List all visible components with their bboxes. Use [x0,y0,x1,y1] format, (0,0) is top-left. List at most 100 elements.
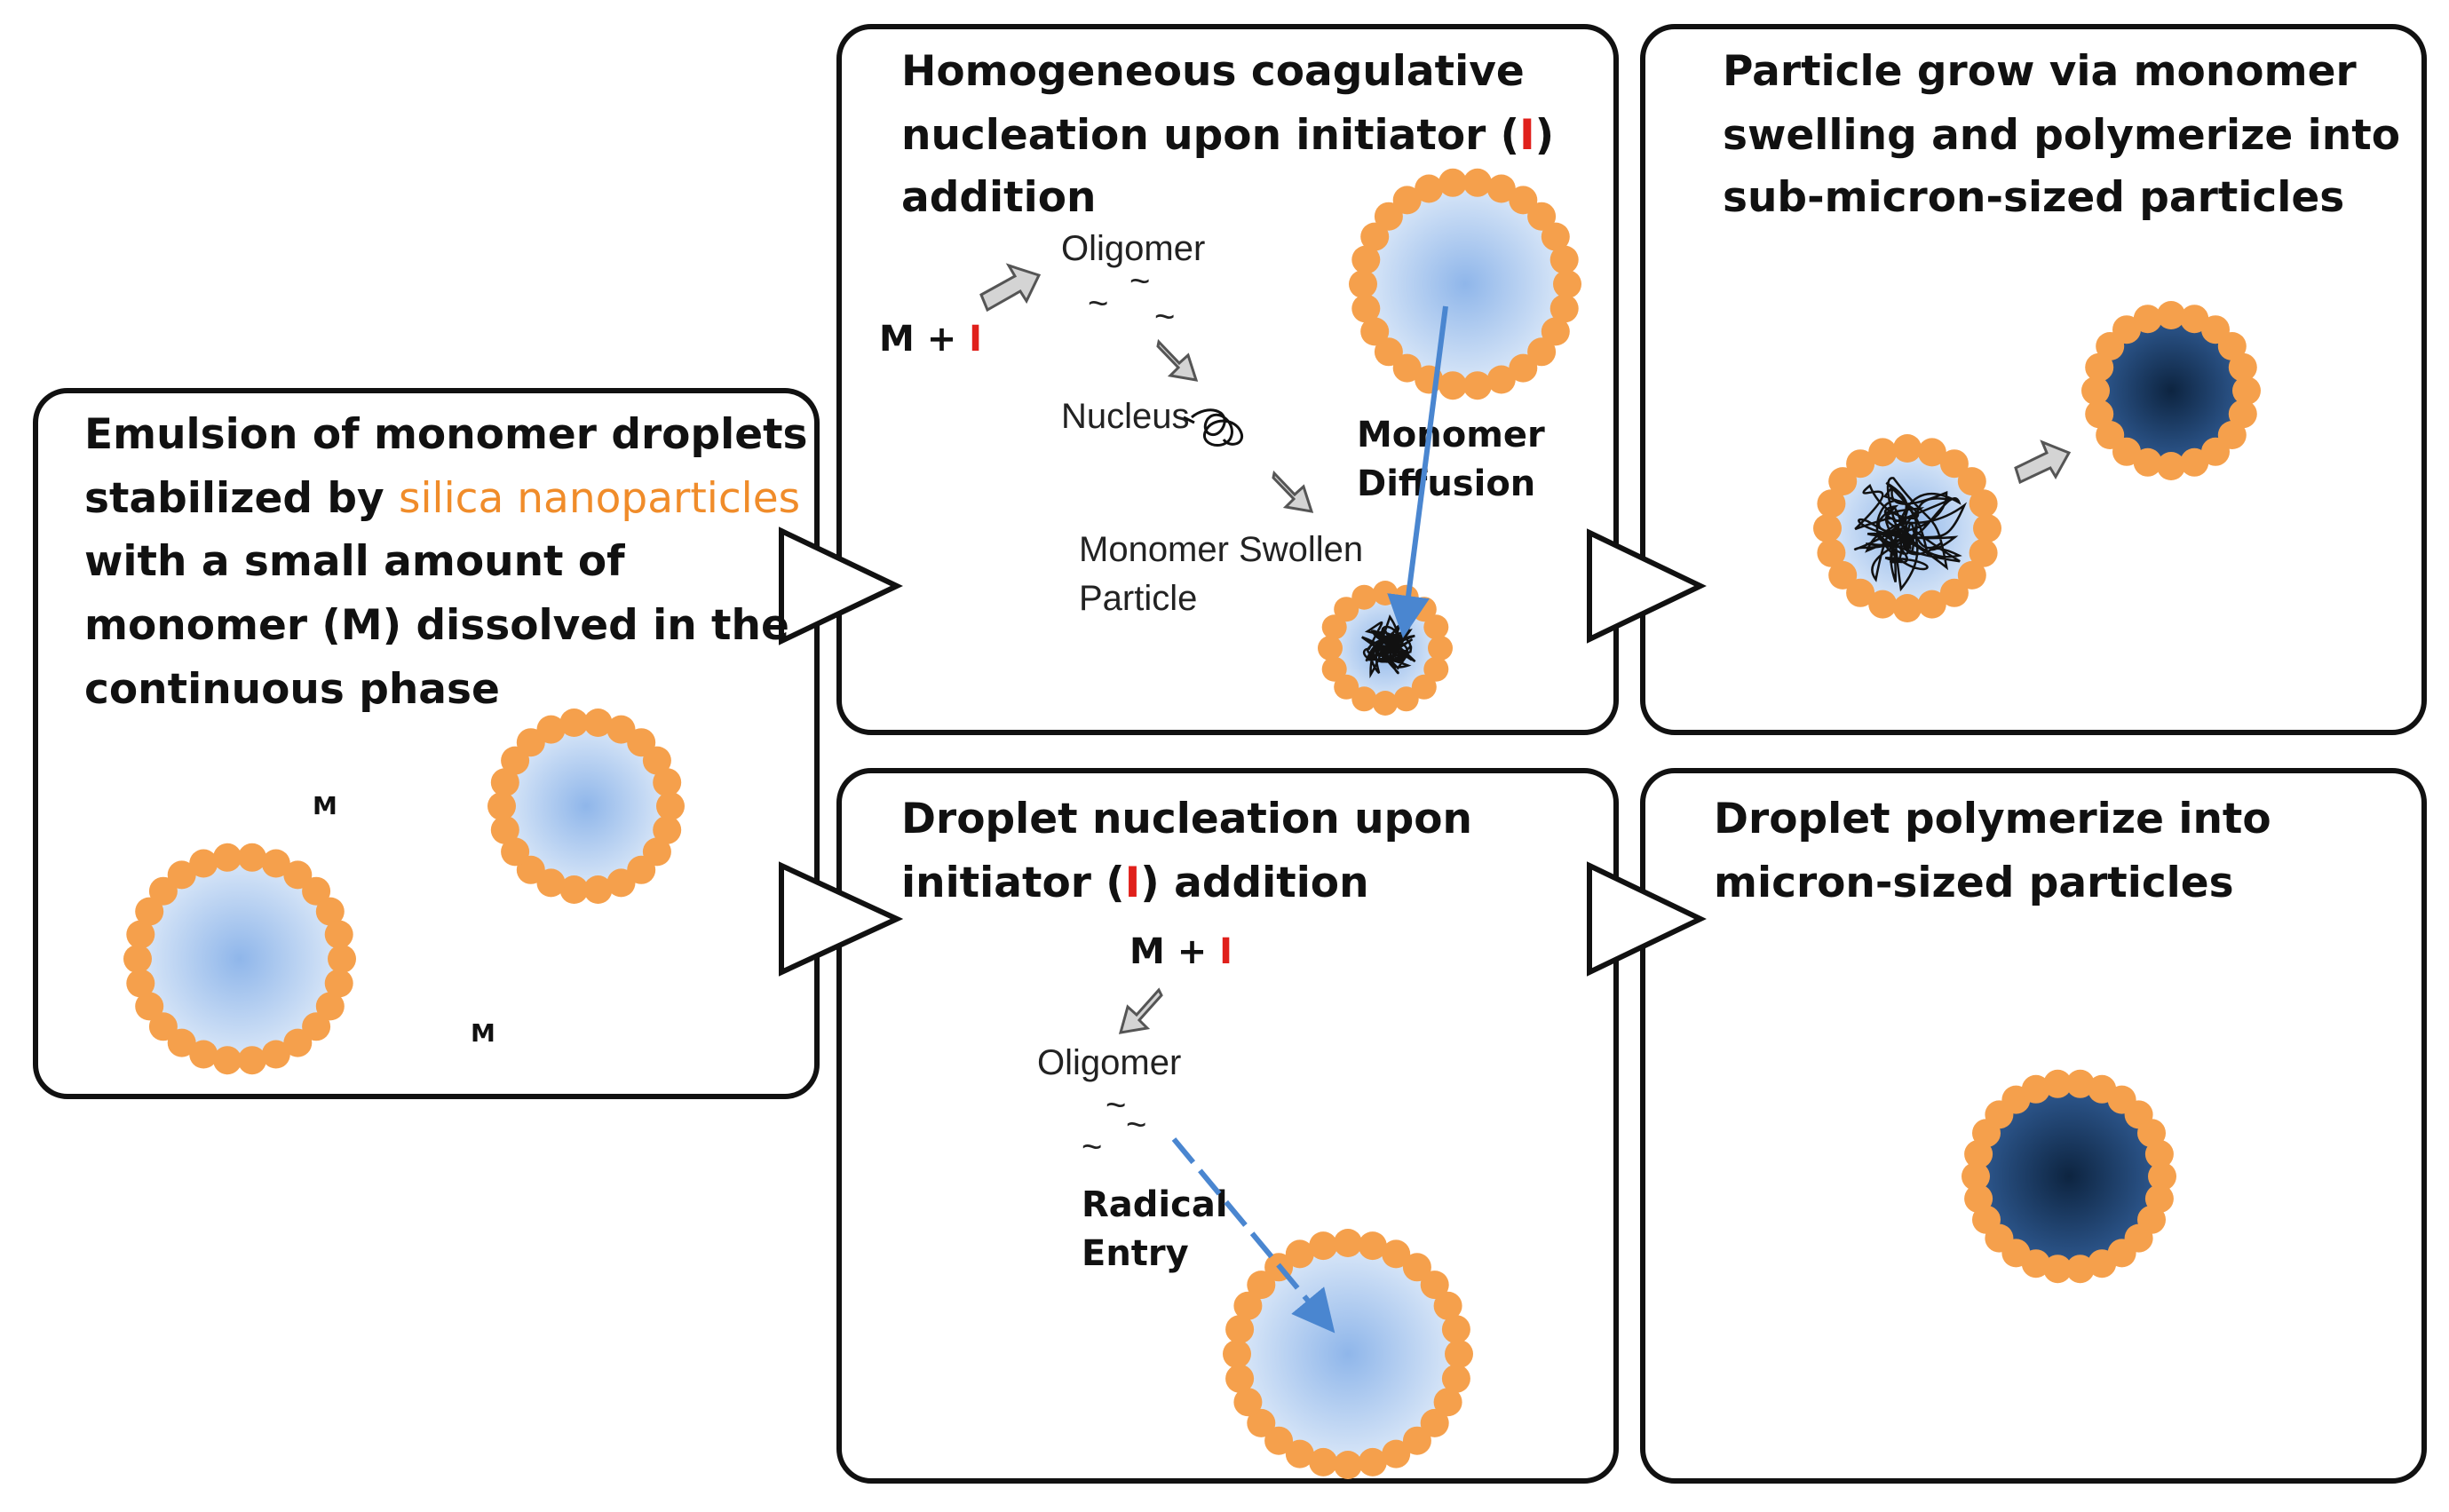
particle-core [1976,1083,2162,1270]
silica-nanoparticle [126,920,155,949]
silica-nanoparticle [2085,352,2114,382]
homogeneous-oligomer-label: Oligomer [1061,229,1205,268]
silica-nanoparticle [135,897,164,926]
monomer-diffusion-arrow [1387,305,1448,638]
silica-nanoparticle [1233,1291,1263,1320]
silica-nanoparticle [642,746,671,775]
swollen-label-line1: Monomer Swollen [1079,530,1363,569]
silica-nanoparticle [1428,636,1453,661]
silica-nanoparticle [1509,353,1538,383]
droplet-nucleation-reactants: M + I [1129,931,1232,972]
silica-nanoparticle [1358,1231,1387,1261]
silica-nanoparticle [1382,1239,1411,1269]
silica-nanoparticle [1360,222,1390,251]
silica-nanoparticle [2065,1255,2095,1284]
silica-nanoparticles-text: silica nanoparticles [399,474,800,523]
silica-nanoparticle [1382,1439,1411,1468]
silica-nanoparticle [1438,371,1468,400]
silica-nanoparticle [1285,1439,1314,1468]
silica-nanoparticle [2081,376,2110,405]
monomer-label-2: M [471,1018,495,1048]
silica-nanoparticle [1351,686,1377,712]
tilde-5: ~ [1126,1105,1146,1144]
silica-nanoparticle [1420,1271,1449,1300]
radical-entry-label-line1: Radical [1082,1184,1228,1225]
homogeneous-title-line2: nucleation upon initiator (I) [901,111,1554,160]
radical-entry-label-line2: Entry [1082,1233,1189,1274]
silica-nanoparticle [2228,352,2257,382]
submicron-particle [2081,301,2261,480]
silica-nanoparticle [1334,1229,1362,1257]
arrow-to-homogeneous [779,526,903,645]
silica-nanoparticle [1817,489,1846,519]
silica-nanoparticle [1349,270,1377,298]
silica-nanoparticle [2157,452,2185,480]
silica-nanoparticle [1223,1340,1251,1368]
tilde-4: ~ [1106,1086,1126,1125]
silica-nanoparticle [2133,305,2162,334]
silica-nanoparticle [490,815,519,844]
silica-nanoparticle [501,837,530,867]
silica-nanoparticle [1541,317,1570,346]
silica-nanoparticle [1541,222,1570,251]
silica-nanoparticle [1957,467,1986,496]
silica-nanoparticle [516,728,545,757]
silica-nanoparticle [1553,270,1581,298]
silica-nanoparticle [2088,1249,2117,1278]
silica-nanoparticle [583,875,613,904]
silica-nanoparticle [1969,538,1998,567]
polymer-chain [1361,614,1416,679]
silica-nanoparticle [1973,514,2001,542]
homogeneous-title-line1: Homogeneous coagulative [901,47,1525,96]
micron-particle [1962,1069,2176,1284]
monomer-label-1: M [313,791,337,820]
silica-nanoparticle [1247,1408,1276,1437]
silica-nanoparticle [1846,449,1875,479]
silica-nanoparticle [2232,376,2261,405]
silica-nanoparticle [1438,168,1468,197]
silica-nanoparticle [1969,489,1998,519]
silica-nanoparticle [2201,437,2230,466]
silica-nanoparticle [1527,202,1557,231]
silica-nanoparticle [167,1028,196,1057]
silica-nanoparticle [213,1046,242,1075]
silica-nanoparticle [1846,578,1875,607]
silica-nanoparticle [1402,1426,1431,1455]
silica-nanoparticle [1285,1239,1314,1269]
grow-title-line3: sub-micron-sized particles [1723,173,2344,222]
silica-nanoparticle [656,792,685,820]
silica-nanoparticle [302,876,331,906]
silica-nanoparticle [2096,421,2125,449]
silica-nanoparticle [1433,1388,1462,1417]
silica-nanoparticle [1309,1231,1338,1261]
silica-nanoparticle [1917,438,1946,467]
silica-nanoparticle [1351,584,1377,610]
silica-nanoparticle [1264,1426,1294,1455]
silica-nanoparticle [1549,294,1579,323]
tilde-1: ~ [1088,284,1108,323]
emulsion-droplet-large [123,843,356,1075]
nucleus-pointer [1183,416,1195,424]
silica-nanoparticle [1868,590,1898,619]
silica-nanoparticle [1393,686,1419,712]
silica-nanoparticle [2148,1162,2176,1191]
silica-nanoparticle [2157,301,2185,329]
silica-nanoparticle [1964,1184,1993,1214]
grow-title-line2: swelling and polymerize into [1723,111,2400,160]
silica-nanoparticle [1828,560,1858,590]
silica-nanoparticle [1334,1451,1362,1479]
diffusion-label-line2: Diffusion [1357,463,1535,504]
silica-nanoparticle [189,849,218,878]
silica-nanoparticle [653,768,682,797]
silica-nanoparticle [283,1028,313,1057]
silica-nanoparticle [1939,578,1969,607]
droplet-oligomer-label: Oligomer [1037,1043,1181,1082]
silica-nanoparticle [1351,294,1381,323]
polymer-chain [1853,477,1968,592]
silica-nanoparticle [213,843,242,872]
emulsion-title-line5: continuous phase [84,665,500,714]
silica-nanoparticle [324,969,353,998]
silica-nanoparticle [189,1040,218,1069]
silica-nanoparticle [1423,614,1449,640]
silica-nanoparticle [2133,447,2162,477]
